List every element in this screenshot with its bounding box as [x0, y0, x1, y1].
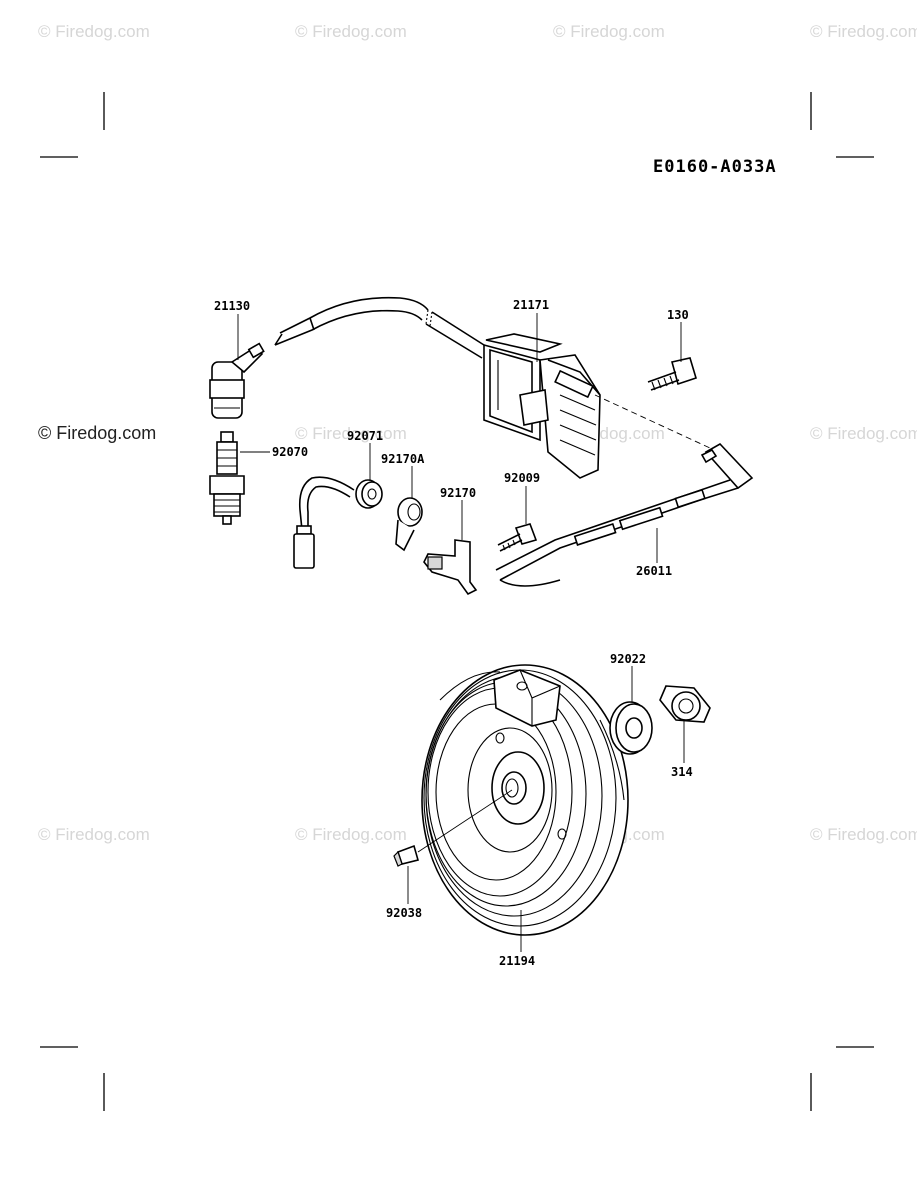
watermark: © Firedog.com — [810, 424, 917, 443]
part-label: 130 — [667, 308, 689, 322]
part-label: 92009 — [504, 471, 540, 485]
watermark: © Firedog.com — [553, 22, 665, 41]
part-label: 26011 — [636, 564, 672, 578]
part-label: 92038 — [386, 906, 422, 920]
ignition-assembly — [209, 296, 754, 596]
ignition-coil — [483, 333, 601, 479]
watermark: © Firedog.com — [295, 825, 407, 844]
part-label: 92170 — [440, 486, 476, 500]
part-label: 92022 — [610, 652, 646, 666]
leader-lines — [237, 313, 685, 952]
watermark: © Firedog.com — [38, 825, 150, 844]
part-label: 92071 — [347, 429, 383, 443]
part-label: 314 — [671, 765, 693, 779]
diagram-code: E0160-A033A — [653, 157, 777, 177]
watermark: © Firedog.com — [38, 423, 156, 443]
spark-plug — [209, 431, 245, 525]
nut-314 — [659, 685, 711, 723]
part-label: 92070 — [272, 445, 308, 459]
crop-marks — [40, 92, 874, 1111]
part-label: 92170A — [381, 452, 425, 466]
plug-cap — [209, 342, 265, 419]
part-label: 21130 — [214, 299, 250, 313]
clamp-92170a — [395, 497, 423, 552]
part-label: 21194 — [499, 954, 535, 968]
watermark: © Firedog.com — [295, 424, 407, 443]
washer-92022 — [609, 701, 653, 755]
part-labels: 21130 21171 130 92071 92070 92170A 92170… — [214, 298, 693, 968]
stop-cable — [495, 442, 754, 587]
watermark: © Firedog.com — [810, 22, 917, 41]
lead-wire — [293, 476, 355, 569]
grommet-92071 — [355, 479, 383, 509]
part-label: 21171 — [513, 298, 549, 312]
flywheel — [421, 664, 629, 936]
watermark: © Firedog.com — [810, 825, 917, 844]
key-92038 — [393, 844, 419, 867]
watermark: © Firedog.com — [295, 22, 407, 41]
watermark: © Firedog.com — [38, 22, 150, 41]
screw-92009 — [497, 523, 538, 552]
bracket-92170 — [423, 539, 478, 596]
flywheel-assembly — [393, 664, 711, 936]
bolt-130 — [647, 357, 697, 391]
